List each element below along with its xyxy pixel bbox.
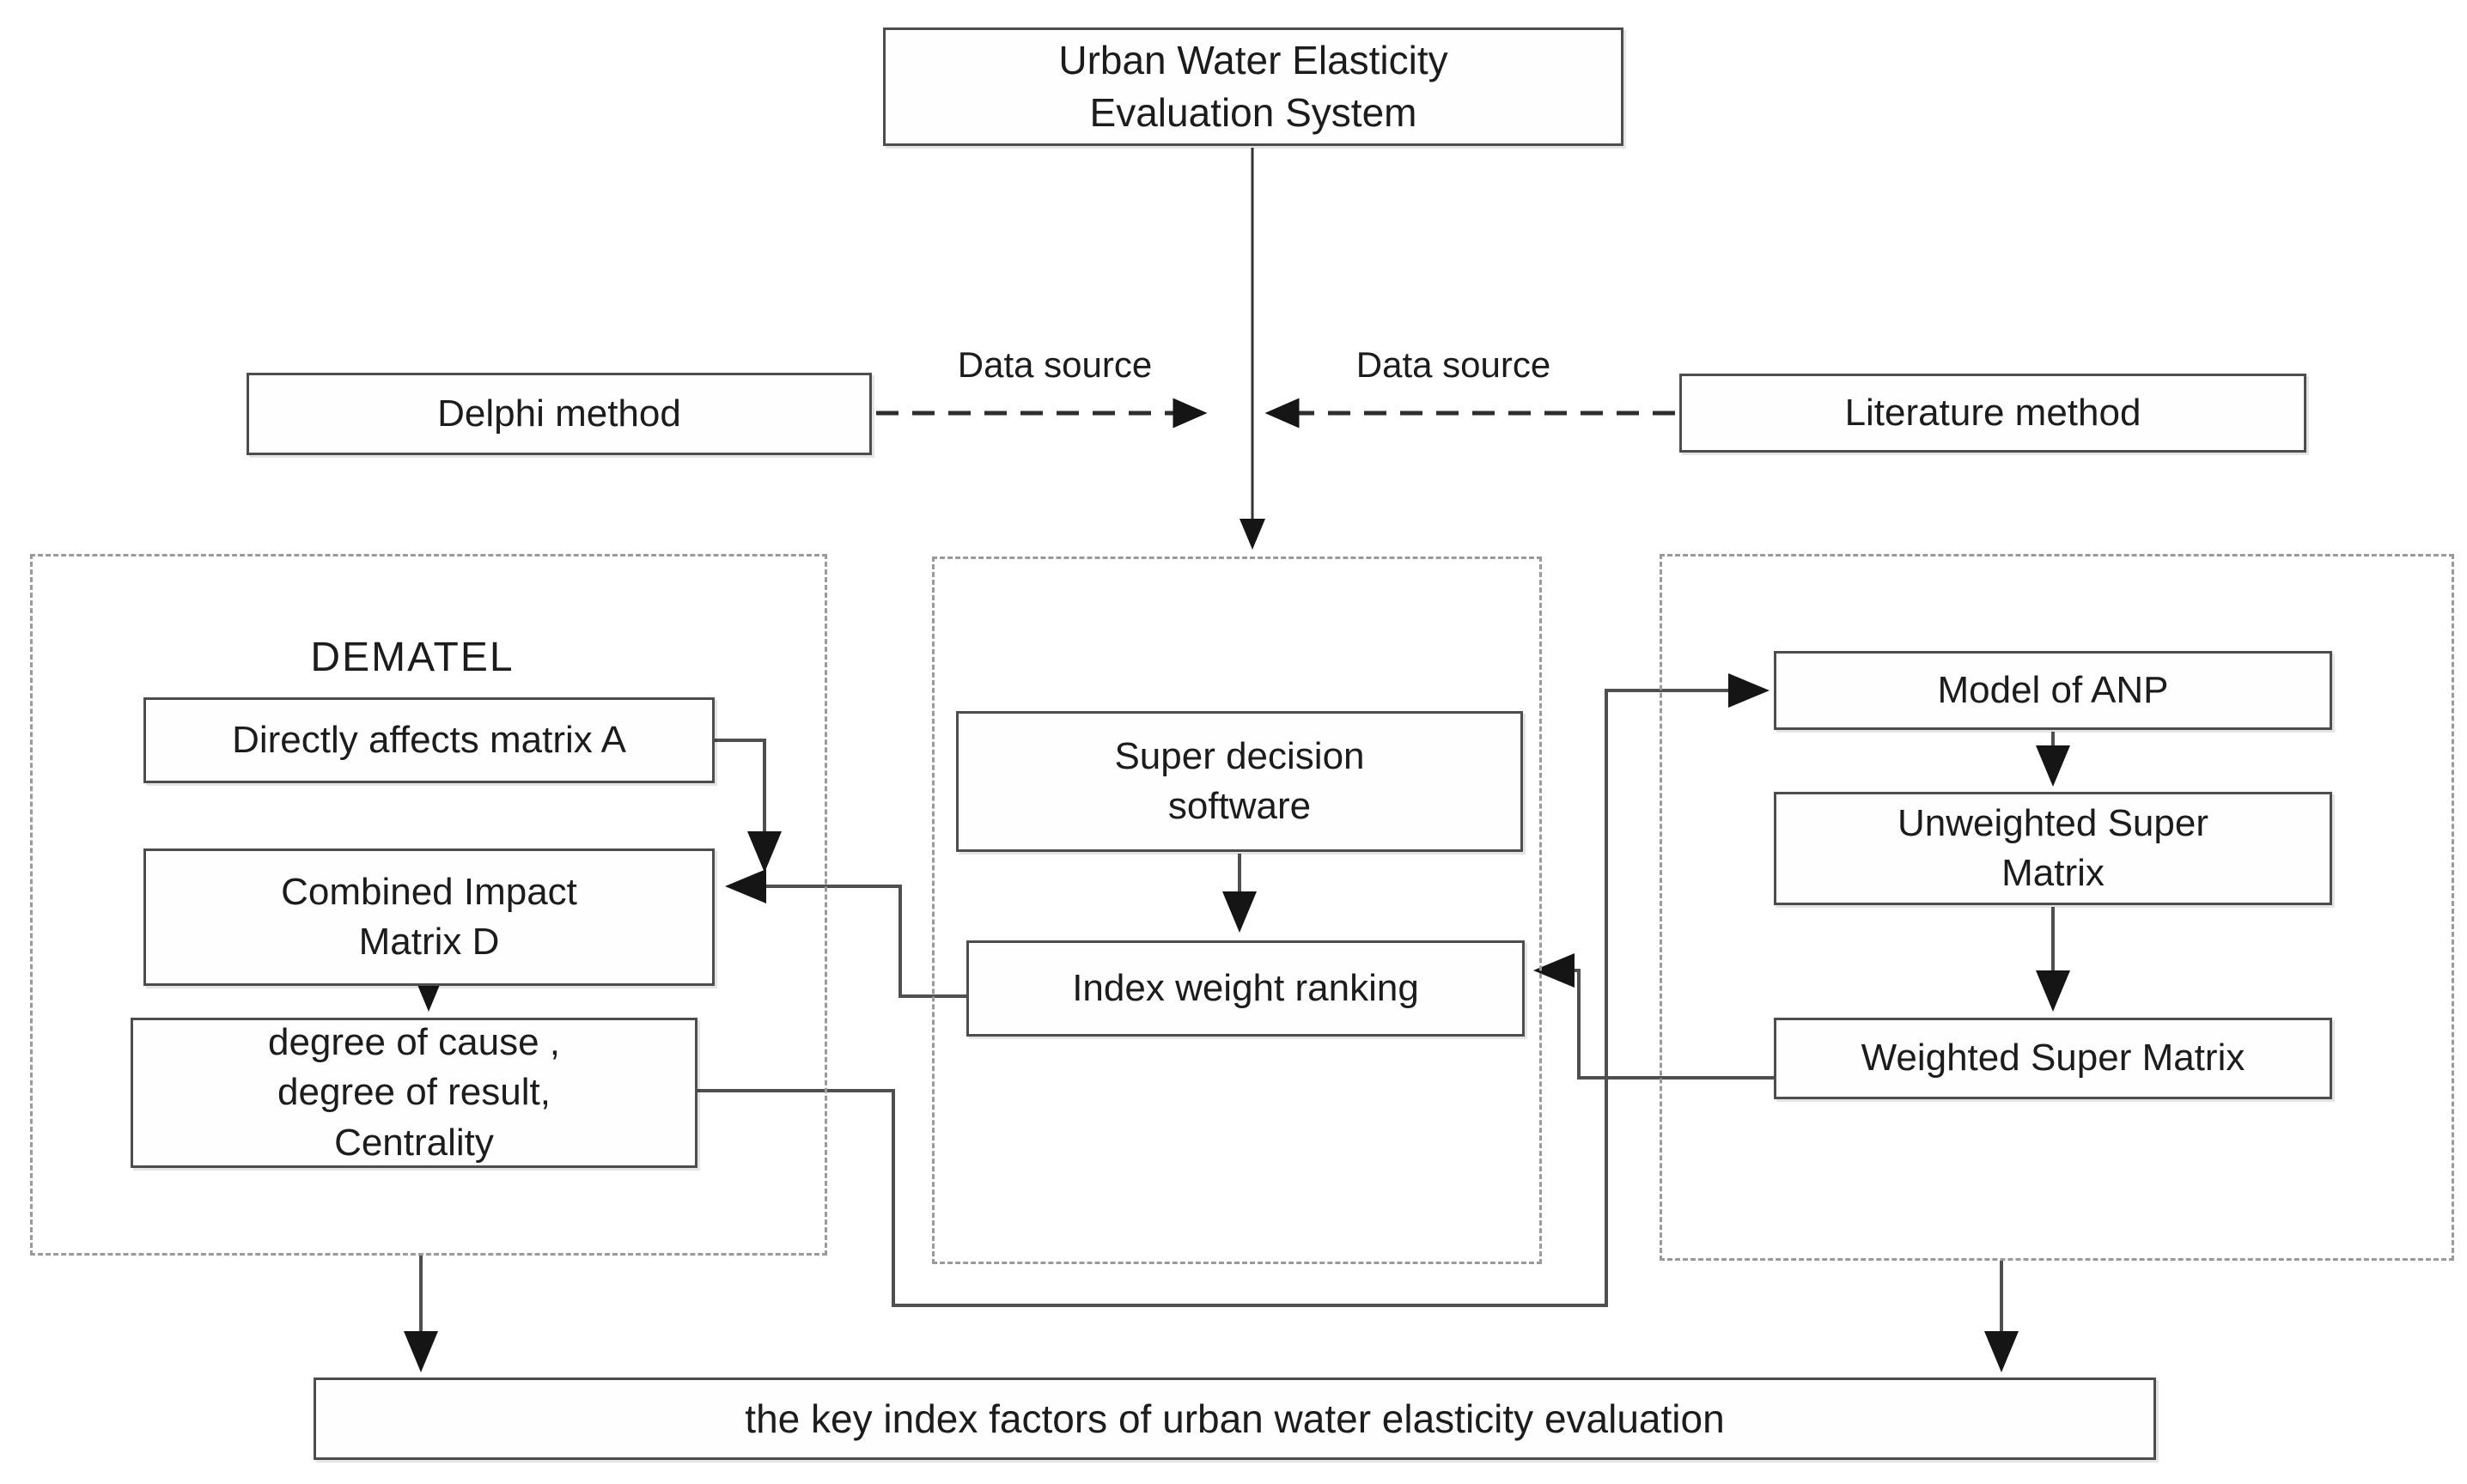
super-decision-software-box: Super decision software xyxy=(956,711,1523,852)
dematel-group-container xyxy=(30,554,827,1256)
unweighted-super-matrix-box: Unweighted Super Matrix xyxy=(1774,792,2332,905)
directly-affects-matrix-box: Directly affects matrix A xyxy=(143,697,715,783)
data-source-label-right: Data source xyxy=(1355,344,1551,385)
anp-group-container xyxy=(1660,554,2454,1261)
combined-impact-matrix-box: Combined Impact Matrix D xyxy=(143,848,715,986)
model-of-anp-box: Model of ANP xyxy=(1774,651,2332,730)
literature-method-box: Literature method xyxy=(1679,374,2306,453)
title-box: Urban Water Elasticity Evaluation System xyxy=(883,27,1623,146)
weighted-super-matrix-box: Weighted Super Matrix xyxy=(1774,1018,2332,1099)
delphi-method-box: Delphi method xyxy=(247,373,872,455)
key-index-factors-box: the key index factors of urban water ela… xyxy=(314,1378,2156,1460)
data-source-label-left: Data source xyxy=(957,344,1153,385)
super-decision-group-container xyxy=(932,556,1542,1264)
dematel-group-label: DEMATEL xyxy=(310,634,515,680)
degree-centrality-box: degree of cause , degree of result, Cent… xyxy=(131,1018,697,1168)
index-weight-ranking-box: Index weight ranking xyxy=(966,940,1525,1037)
